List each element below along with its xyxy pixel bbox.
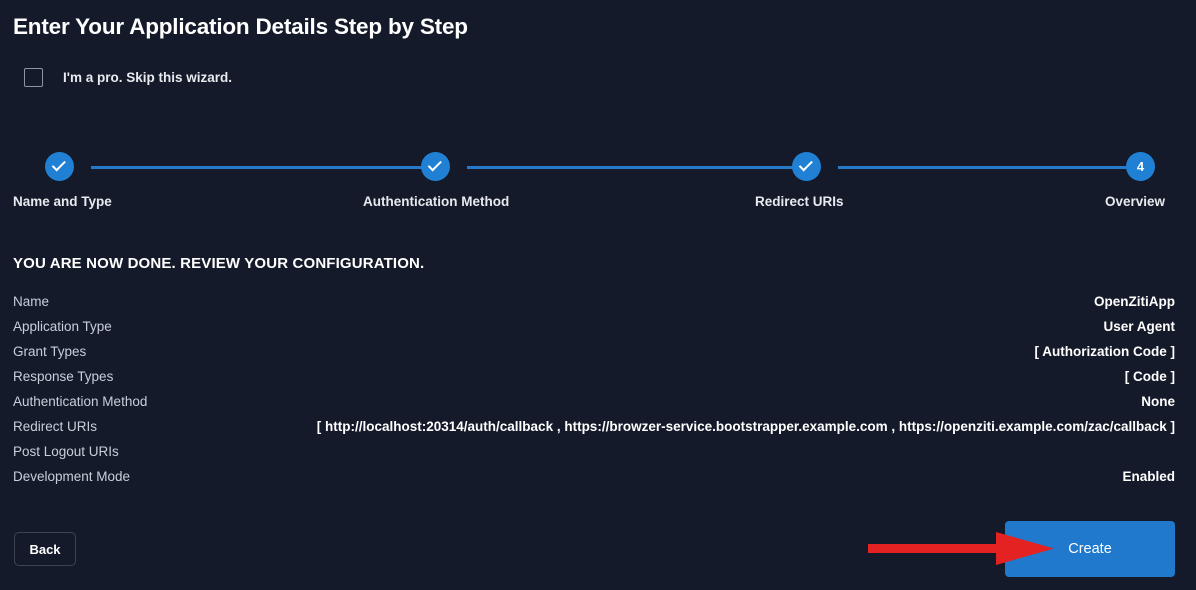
step-node-4[interactable]: 4 [1126, 152, 1155, 181]
step-connector-3 [838, 166, 1136, 169]
summary-value: Enabled [1122, 469, 1175, 484]
summary-key: Authentication Method [13, 394, 148, 409]
check-icon [51, 157, 66, 172]
page-title: Enter Your Application Details Step by S… [13, 14, 468, 39]
step-label-name-and-type[interactable]: Name and Type [13, 194, 112, 209]
check-icon [427, 157, 442, 172]
step-connector-2 [467, 166, 801, 169]
summary-value: None [1141, 394, 1175, 409]
review-summary-table: Name OpenZitiApp Application Type User A… [13, 289, 1175, 489]
skip-wizard-label: I'm a pro. Skip this wizard. [63, 70, 232, 85]
step-label-redirect-uris[interactable]: Redirect URIs [755, 194, 844, 209]
step-node-3[interactable] [792, 152, 821, 181]
step-number-label: 4 [1136, 159, 1145, 174]
step-label-authentication-method[interactable]: Authentication Method [363, 194, 510, 209]
summary-row: Grant Types [ Authorization Code ] [13, 339, 1175, 364]
summary-key: Post Logout URIs [13, 444, 119, 459]
create-button[interactable]: Create [1005, 521, 1175, 577]
summary-key: Grant Types [13, 344, 87, 359]
summary-row: Name OpenZitiApp [13, 289, 1175, 314]
summary-key: Redirect URIs [13, 419, 98, 434]
summary-row: Redirect URIs [ http://localhost:20314/a… [13, 414, 1175, 439]
review-heading: YOU ARE NOW DONE. REVIEW YOUR CONFIGURAT… [13, 255, 425, 272]
summary-key: Application Type [13, 319, 112, 334]
wizard-stepper: 4 Name and Type Authentication Method Re… [13, 152, 1183, 214]
step-node-2[interactable] [421, 152, 450, 181]
summary-row: Development Mode Enabled [13, 464, 1175, 489]
back-button[interactable]: Back [14, 532, 76, 566]
summary-value: [ Code ] [1124, 369, 1175, 384]
summary-row: Post Logout URIs [13, 439, 1175, 464]
summary-key: Response Types [13, 369, 114, 384]
summary-row: Response Types [ Code ] [13, 364, 1175, 389]
summary-value: [ http://localhost:20314/auth/callback ,… [316, 419, 1175, 434]
check-icon [798, 157, 813, 172]
summary-row: Authentication Method None [13, 389, 1175, 414]
summary-key: Development Mode [13, 469, 131, 484]
summary-key: Name [13, 294, 50, 309]
skip-wizard-row[interactable]: I'm a pro. Skip this wizard. [24, 68, 232, 87]
step-node-1[interactable] [45, 152, 74, 181]
step-label-overview[interactable]: Overview [1105, 194, 1166, 209]
summary-row: Application Type User Agent [13, 314, 1175, 339]
skip-wizard-checkbox[interactable] [24, 68, 43, 87]
summary-value: User Agent [1103, 319, 1175, 334]
step-connector-1 [91, 166, 431, 169]
summary-value: [ Authorization Code ] [1034, 344, 1175, 359]
summary-value: OpenZitiApp [1094, 294, 1175, 309]
